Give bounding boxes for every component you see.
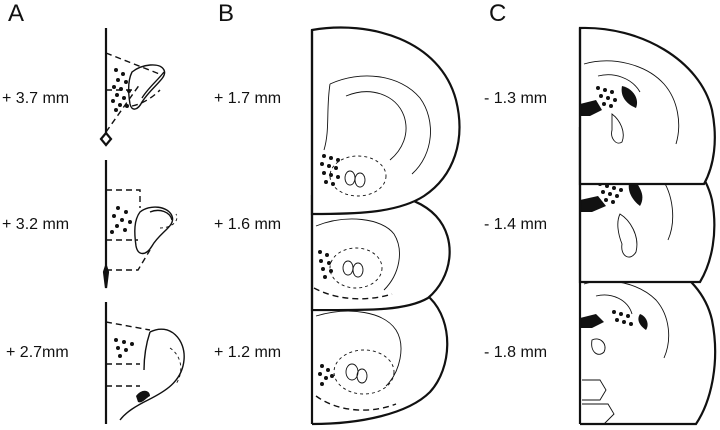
panel-a-section-2-dots (110, 206, 132, 234)
panel-b-letter: B (218, 0, 235, 27)
panel-a-section-1 (99, 28, 166, 147)
panel-c-section-1 (578, 26, 716, 186)
panel-a-level-2: + 3.2 mm (2, 216, 70, 233)
panel-b-section-2-dots (318, 250, 333, 279)
panel-c-section-3-dots (612, 310, 633, 326)
panel-a-level-3: + 2.7mm (6, 344, 69, 361)
panel-b-level-1: + 1.7 mm (214, 90, 282, 107)
panel-a-section-2 (102, 160, 178, 289)
panel-b-section-1 (310, 26, 461, 216)
panel-c-level-1: - 1.3 mm (484, 90, 548, 107)
panel-c-level-2: - 1.4 mm (484, 216, 548, 233)
panel-b-level-3: + 1.2 mm (214, 344, 282, 361)
panel-a-level-1: + 3.7 mm (2, 90, 70, 107)
panel-a-section-3 (104, 302, 185, 424)
panel-a-letter: A (8, 0, 25, 27)
panel-a-section-1-dots (111, 68, 131, 112)
panel-a-section-3-dots (114, 338, 134, 358)
panel-b-section-3-dots (318, 364, 334, 386)
panel-b-level-2: + 1.6 mm (214, 216, 282, 233)
panel-c-level-3: - 1.8 mm (484, 344, 548, 361)
panel-c-section-1-dots (596, 86, 617, 108)
panel-b-section-1-dots (320, 154, 340, 186)
panel-c-letter: C (489, 0, 507, 27)
